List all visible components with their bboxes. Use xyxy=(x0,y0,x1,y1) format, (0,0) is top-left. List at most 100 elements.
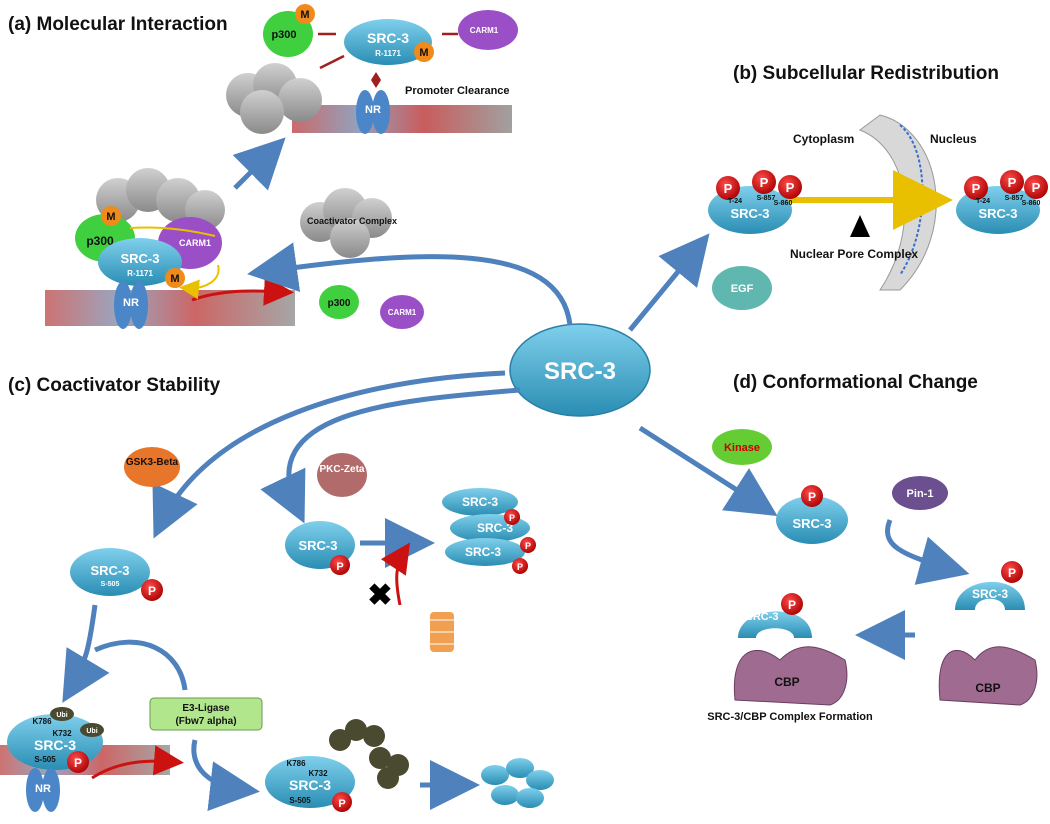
c-k732-2: K732 xyxy=(308,769,328,778)
dna-strand xyxy=(292,105,512,133)
arrow-to-c-left xyxy=(152,370,506,539)
c-ubi-1: Ubi xyxy=(56,712,67,719)
c-p-nr: P xyxy=(74,756,82,770)
gsk3-label: GSK3-Beta xyxy=(126,457,179,468)
npc-marker xyxy=(850,215,870,237)
nr-label-a-low: NR xyxy=(123,297,139,309)
arrow-to-b xyxy=(628,233,710,332)
c-stack-1: SRC-3 xyxy=(462,495,498,509)
center-src3-label: SRC-3 xyxy=(544,358,616,385)
b-t24-left: T-24 xyxy=(728,198,742,205)
c-stack-p1: P xyxy=(509,513,515,523)
coactivator-complex-float: Coactivator Complex xyxy=(300,188,397,258)
c-s505-1: S-505 xyxy=(101,581,120,588)
d-p-1: P xyxy=(808,490,816,504)
npc-label: Nuclear Pore Complex xyxy=(790,247,918,261)
b-p1-left: P xyxy=(724,181,733,196)
carm1-free xyxy=(380,295,424,329)
r1171-label-a-top: R-1171 xyxy=(375,49,401,58)
b-s857-left: S-857 xyxy=(757,195,776,202)
b-p2-right: P xyxy=(1008,175,1017,190)
d-cbp-complex-label: CBP xyxy=(774,675,799,689)
src3-a-top xyxy=(344,19,432,65)
cytoplasm-label: Cytoplasm xyxy=(793,132,854,146)
d-src3-1-label: SRC-3 xyxy=(792,516,831,531)
egf-label: EGF xyxy=(731,283,754,295)
arrow-to-c-mid xyxy=(260,387,521,524)
arrow-to-a xyxy=(247,242,573,326)
c-nr-label: NR xyxy=(35,783,51,795)
methyl-a-top xyxy=(414,42,434,62)
c-stack-3: SRC-3 xyxy=(465,545,501,559)
e3-ligase-line1: E3-Ligase xyxy=(182,703,230,714)
pkc-label: PKC-Zeta xyxy=(319,464,364,475)
panel-c-title: (c) Coactivator Stability xyxy=(8,375,221,396)
carm1-free-label: CARM1 xyxy=(388,308,417,317)
panel-d-title: (d) Conformational Change xyxy=(733,372,978,393)
b-p3-left: P xyxy=(786,180,795,195)
carm1-a-top xyxy=(458,10,518,50)
kinase-label: Kinase xyxy=(724,442,760,454)
panel-a-top: NR SRC-3 R-1171 M p300 M CARM1 Promoter … xyxy=(226,4,518,134)
methyl-label-a-top-2: M xyxy=(300,9,309,21)
c-s505-ubi: S-505 xyxy=(289,796,311,805)
e3-ligase-line2: (Fbw7 alpha) xyxy=(175,716,236,727)
nucleus-label: Nucleus xyxy=(930,132,977,146)
c-src3-2-label: SRC-3 xyxy=(298,538,337,553)
carm1-label-a-low: CARM1 xyxy=(179,238,211,248)
c-ubi-2: Ubi xyxy=(86,728,97,735)
c-k786-1: K786 xyxy=(32,717,52,726)
proteasome-icon xyxy=(430,612,454,652)
d-cbp-free-label: CBP xyxy=(975,681,1000,695)
src3-label-a-low: SRC-3 xyxy=(120,251,159,266)
center-src3 xyxy=(509,323,651,417)
d-p-3: P xyxy=(788,598,796,612)
c-src3-ubi-label: SRC-3 xyxy=(289,777,331,793)
panel-d: Kinase SRC-3 P Pin-1 SRC-3 P CBP SRC-3 P… xyxy=(707,429,1038,723)
panel-b: Cytoplasm Nucleus Nuclear Pore Complex S… xyxy=(708,114,1048,310)
b-src3-left-label: SRC-3 xyxy=(730,206,769,221)
e3-ligase-box xyxy=(149,697,263,731)
coactivator-complex-label: Coactivator Complex xyxy=(307,216,397,226)
methyl-label-a-top: M xyxy=(419,47,428,59)
p300-label-a-top: p300 xyxy=(271,29,296,41)
c-k732-1: K732 xyxy=(52,729,72,738)
p300-free-label: p300 xyxy=(328,298,351,309)
complex-formation-label: SRC-3/CBP Complex Formation xyxy=(707,711,873,723)
b-p3-right: P xyxy=(1032,180,1041,195)
panel-a-title: (a) Molecular Interaction xyxy=(8,14,228,35)
carm1-label-a-top: CARM1 xyxy=(470,26,499,35)
c-src3-nr-label: SRC-3 xyxy=(34,737,76,753)
b-p1-right: P xyxy=(972,181,981,196)
degraded-fragments xyxy=(481,758,554,808)
c-k786-2: K786 xyxy=(286,759,306,768)
nr-label-a-top: NR xyxy=(365,104,381,116)
src3-label-a-top: SRC-3 xyxy=(367,30,409,46)
panel-b-title: (b) Subcellular Redistribution xyxy=(733,63,1000,84)
c-p-1: P xyxy=(148,584,156,598)
nr-shape xyxy=(356,90,374,134)
panel-a-lower: p300 M CARM1 SRC-3 R-1171 M NR xyxy=(45,168,295,329)
b-p2-left: P xyxy=(760,175,769,190)
d-p-2: P xyxy=(1008,566,1016,580)
d-src3-2-label: SRC-3 xyxy=(972,587,1008,601)
b-s860-left: S-860 xyxy=(774,200,793,207)
c-p-2: P xyxy=(336,561,343,573)
c-src3-1-label: SRC-3 xyxy=(90,563,129,578)
promoter-clearance-label: Promoter Clearance xyxy=(405,85,510,97)
b-src3-right-label: SRC-3 xyxy=(978,206,1017,221)
block-x: ✖ xyxy=(367,579,392,612)
arrow-to-d xyxy=(638,425,778,517)
c-stack-p3: P xyxy=(517,562,523,572)
b-t24-right: T-24 xyxy=(976,198,990,205)
pin1-label: Pin-1 xyxy=(907,488,934,500)
c-s505-nr: S-505 xyxy=(34,755,56,764)
p300-label-a-low: p300 xyxy=(86,234,114,248)
m-label-a-low-2: M xyxy=(170,273,179,285)
d-src3-complex-label: SRC-3 xyxy=(745,611,778,623)
c-p-ubi: P xyxy=(338,798,345,810)
c-stack-2: SRC-3 xyxy=(477,521,513,535)
arrow-a-up xyxy=(232,137,286,191)
